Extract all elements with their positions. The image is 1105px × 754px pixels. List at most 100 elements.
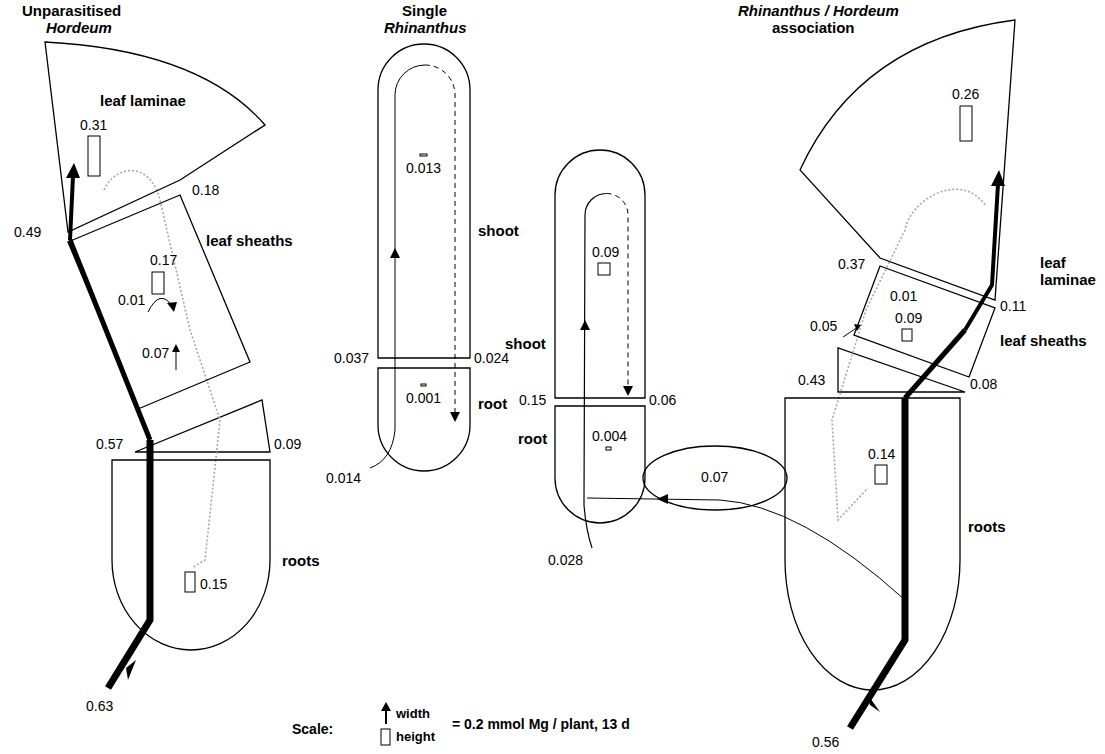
compartment-outline-path xyxy=(555,406,645,523)
amount-value: 0.09 xyxy=(592,244,619,261)
amount-bar xyxy=(88,136,100,176)
arrowhead xyxy=(167,302,177,312)
scale-bar xyxy=(381,729,390,745)
amount-bar xyxy=(152,272,164,294)
compartment-name: root xyxy=(478,395,507,412)
compartment-outline-path xyxy=(800,20,1015,300)
panel-title: association xyxy=(772,19,855,36)
compartment-outline-path xyxy=(378,44,470,358)
amount-value: 0.013 xyxy=(406,160,441,177)
compartment-outline-path xyxy=(854,266,995,377)
flux-value: 0.024 xyxy=(474,350,509,367)
compartment-name: roots xyxy=(282,552,320,569)
flux-arrow xyxy=(148,298,172,312)
compartment-outline-path xyxy=(45,42,265,232)
amount-value: 0.09 xyxy=(895,310,922,327)
compartment-name: roots xyxy=(968,518,1006,535)
flux-value: 0.11 xyxy=(1000,298,1026,315)
xylem-flow xyxy=(70,240,150,440)
flux-value: 0.07 xyxy=(142,345,169,362)
flux-value: 0.01 xyxy=(118,292,145,309)
flux-value: 0.09 xyxy=(274,436,301,453)
compartment-outline xyxy=(553,404,647,526)
compartment-outline xyxy=(852,264,997,379)
panel-title: Single xyxy=(402,2,447,19)
arrowhead xyxy=(657,494,668,504)
compartment-outline-path xyxy=(643,446,787,510)
arrowhead xyxy=(390,248,400,258)
scale-label: = 0.2 mmol Mg / plant, 13 d xyxy=(452,716,630,733)
compartment-outline xyxy=(110,458,272,652)
amount-value: 0.15 xyxy=(200,576,227,593)
leaf-sheaths-compartment: leaf sheaths0.170.010.07 xyxy=(66,193,252,411)
arrowhead xyxy=(868,695,880,712)
amount-value: 0.001 xyxy=(406,390,441,407)
panel-title: Hordeum xyxy=(46,19,112,36)
compartment-outline xyxy=(783,396,962,692)
amount-bar xyxy=(421,384,426,386)
panel-title: Unparasitised xyxy=(22,2,121,19)
compartment-outline-path xyxy=(378,368,470,471)
amount-bar xyxy=(598,263,610,275)
compartment-name: leaf sheaths xyxy=(206,232,293,249)
panel-title: Rhinanthus xyxy=(384,19,467,36)
compartment-outline xyxy=(376,366,472,474)
amount-bar xyxy=(875,465,887,484)
flux-value: 0.57 xyxy=(96,436,123,453)
scale-label: height xyxy=(396,728,435,745)
compartment-outline-path xyxy=(68,195,250,409)
amount-bar xyxy=(420,154,427,156)
xylem-flow xyxy=(965,184,998,330)
compartment-outline xyxy=(553,148,647,400)
amount-value: 0.004 xyxy=(592,428,627,445)
amount-value: 0.17 xyxy=(150,252,177,269)
arrowhead xyxy=(66,163,80,178)
leaf-sheaths-compartment: leaf sheaths0.010.09 xyxy=(852,264,997,379)
roots-compartment: roots0.14 xyxy=(783,396,962,692)
flux-arrow xyxy=(176,350,177,370)
compartment-outline-path xyxy=(785,398,960,690)
flux-value: 0.014 xyxy=(326,470,361,487)
amount-bar xyxy=(960,106,972,141)
compartment-outline xyxy=(376,42,472,360)
amount-value: 0.26 xyxy=(952,86,979,103)
scale-label: Scale: xyxy=(292,721,333,738)
compartment-outline xyxy=(66,193,252,411)
compartment-name: shoot xyxy=(505,335,546,352)
arrowhead xyxy=(580,320,590,330)
flux-value: 0.01 xyxy=(890,288,917,305)
flux-value: 0.07 xyxy=(701,469,728,486)
arrowhead xyxy=(623,386,633,396)
flux-value: 0.49 xyxy=(14,224,41,241)
shoot-compartment: shoot0.013 xyxy=(376,42,472,360)
root-compartment: root0.001 xyxy=(376,366,472,474)
compartment-outline xyxy=(798,18,1017,302)
flux-value: 0.08 xyxy=(970,376,997,393)
flux-value: 0.037 xyxy=(334,350,369,367)
amount-value: 0.31 xyxy=(80,117,107,134)
xylem-flow xyxy=(108,440,150,688)
flux-value: 0.05 xyxy=(810,318,837,335)
flux-value: 0.37 xyxy=(838,256,865,273)
compartment-name: leaf laminae xyxy=(1040,254,1100,288)
flux-value: 0.63 xyxy=(86,698,113,715)
arrowhead xyxy=(381,702,391,711)
scale-arrow xyxy=(385,709,387,724)
phloem-flow xyxy=(607,194,629,391)
compartment-outline-path xyxy=(112,460,270,650)
compartment-name: root xyxy=(518,430,547,447)
leaf-laminae-compartment: leaf laminae0.26 xyxy=(798,18,1017,302)
panel-title: Rhinanthus / Hordeum xyxy=(738,2,899,19)
flux-value: 0.56 xyxy=(812,734,839,751)
flux-value: 0.06 xyxy=(649,392,676,409)
compartment-name: shoot xyxy=(478,222,519,239)
amount-bar xyxy=(606,447,611,450)
haustorial-flow xyxy=(587,498,905,600)
stem-base xyxy=(135,400,270,452)
amount-bar xyxy=(902,329,912,341)
phloem-flow xyxy=(425,65,455,416)
compartment-name: leaf laminae xyxy=(100,92,186,109)
xylem-flow xyxy=(850,398,905,728)
flux-value: 0.43 xyxy=(798,372,825,389)
